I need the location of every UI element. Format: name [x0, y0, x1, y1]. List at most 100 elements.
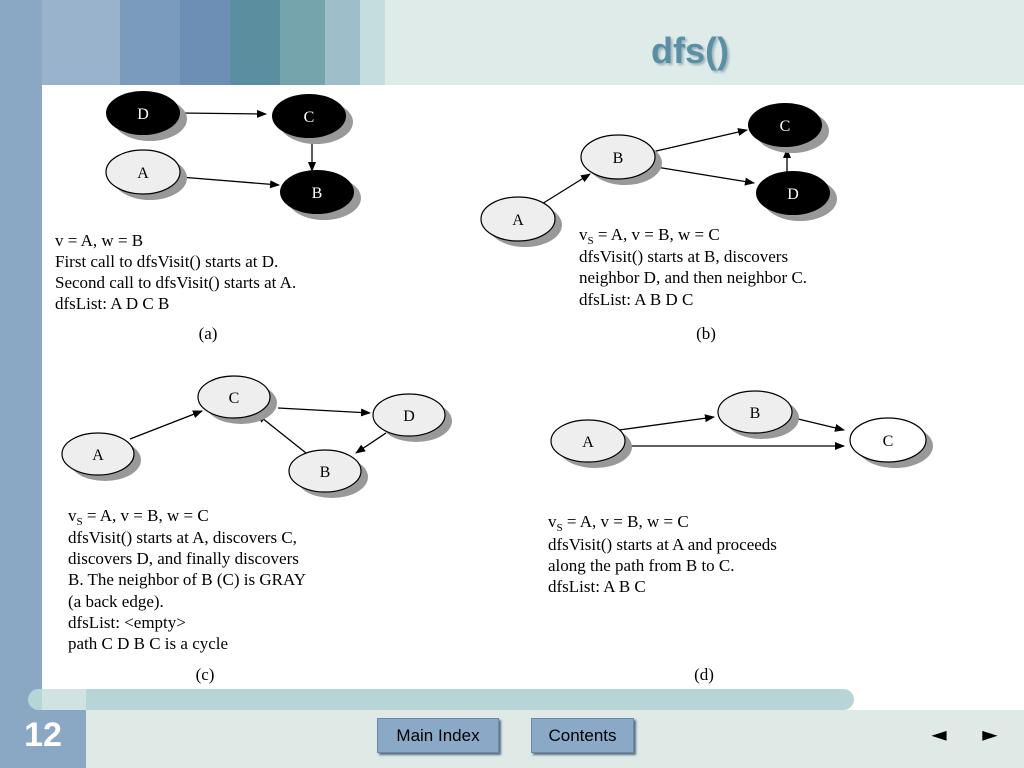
edge-b-d: [649, 165, 755, 186]
main-index-button[interactable]: Main Index: [377, 718, 499, 753]
edge-d-b: [355, 432, 387, 454]
edge-b-c: [651, 128, 748, 153]
panel-b-text: vS = A, v = B, w = C dfsVisit() starts a…: [579, 225, 807, 343]
footer-bar: [0, 710, 1024, 768]
panel-b-line-2: dfsVisit() starts at B, discovers: [579, 247, 788, 266]
node-b-label: B: [320, 464, 331, 481]
next-slide-button[interactable]: ►: [982, 722, 998, 746]
header-stripe-7: [360, 0, 385, 85]
header-stripe-3: [180, 0, 230, 85]
node-a: A: [480, 196, 562, 247]
contents-button[interactable]: Contents: [531, 718, 634, 753]
node-c: C: [849, 417, 933, 468]
slide-number: 12: [24, 716, 62, 754]
node-c-label: C: [780, 118, 791, 135]
panel-b: C B D A vS = A, v = B, w = C dfsVisit() …: [480, 103, 837, 343]
panel-d-text: vS = A, v = B, w = C dfsVisit() starts a…: [548, 512, 777, 684]
edge-c-d: [277, 407, 371, 417]
node-b-label: B: [750, 405, 761, 422]
node-b-label: B: [312, 185, 323, 202]
panel-b-line-3: neighbor D, and then neighbor C.: [579, 268, 807, 287]
vs-subscript: S: [557, 522, 563, 534]
node-b-label: B: [613, 150, 624, 167]
node-c-label: C: [883, 433, 894, 450]
header-stripe-2: [120, 0, 180, 85]
panel-a-line-2: First call to dfsVisit() starts at D.: [55, 252, 278, 271]
slide-number-box: [0, 710, 86, 768]
panel-a-line-4: dfsList: A D C B: [55, 294, 169, 313]
panel-d-line-3: along the path from B to C.: [548, 556, 735, 575]
edge-d-c: [179, 109, 267, 118]
node-a-label: A: [92, 447, 104, 464]
panel-c-line-1: vS = A, v = B, w = C: [68, 506, 209, 528]
panel-c-line-2: dfsVisit() starts at A, discovers C,: [68, 528, 297, 547]
panel-c-line-3: discovers D, and finally discovers: [68, 549, 299, 568]
header-stripe-6: [325, 0, 360, 85]
vs-prefix: v: [68, 506, 77, 525]
node-b: B: [288, 449, 368, 498]
panel-c-caption: (c): [196, 665, 215, 684]
node-c-label: C: [229, 390, 240, 407]
vs-rest: = A, v = B, w = C: [563, 512, 689, 531]
node-c: C: [197, 375, 277, 424]
panel-a-caption: (a): [199, 324, 218, 343]
panel-a-line-3: Second call to dfsVisit() starts at A.: [55, 273, 296, 292]
left-sidebar-bar: [0, 0, 42, 768]
node-d: D: [372, 393, 452, 442]
panel-b-line-1: vS = A, v = B, w = C: [579, 225, 720, 247]
header-stripe-4: [230, 0, 280, 85]
edge-b-c: [256, 413, 307, 454]
vs-subscript: S: [77, 516, 83, 528]
edge-a-c: [129, 410, 203, 440]
previous-slide-button[interactable]: ◄: [931, 722, 947, 746]
node-d-label: D: [787, 186, 799, 203]
panel-c-line-7: path C D B C is a cycle: [68, 634, 228, 653]
panel-b-edges: [536, 128, 791, 208]
node-a-label: A: [512, 212, 524, 229]
header-stripe-5: [280, 0, 325, 85]
node-a-label: A: [137, 165, 149, 182]
node-b: B: [580, 134, 662, 185]
node-d-label: D: [137, 106, 149, 123]
node-c: C: [272, 94, 353, 144]
panel-c-line-5: (a back edge).: [68, 592, 164, 611]
panel-c-line-6: dfsList: <empty>: [68, 613, 186, 632]
panel-a-edges: [179, 109, 316, 189]
dfs-figure: D C A B v = A, w = B First call to dfsVi…: [42, 85, 1024, 690]
node-a-label: A: [582, 434, 594, 451]
node-c: C: [748, 103, 829, 153]
node-d: D: [756, 171, 837, 221]
edge-a-b: [536, 173, 591, 208]
panel-a-line-1: v = A, w = B: [55, 231, 143, 250]
vs-rest: = A, v = B, w = C: [83, 506, 209, 525]
panel-a-text: v = A, w = B First call to dfsVisit() st…: [55, 231, 296, 343]
panel-c: C D A B vS = A, v = B, w = C dfsVisit() …: [61, 375, 452, 684]
panel-c-edges: [129, 407, 387, 454]
footer-pill-cap: [42, 689, 86, 710]
panel-b-caption: (b): [696, 324, 716, 343]
vs-rest: = A, v = B, w = C: [594, 225, 720, 244]
node-a: A: [61, 432, 141, 481]
edge-b-c: [793, 417, 845, 432]
edge-a-b: [179, 176, 280, 189]
panel-d: B A C vS = A, v = B, w = C dfsVisit() st…: [548, 390, 933, 684]
panel-d-caption: (d): [694, 665, 714, 684]
panel-d-line-4: dfsList: A B C: [548, 577, 646, 596]
node-d: D: [106, 91, 187, 141]
panel-d-line-1: vS = A, v = B, w = C: [548, 512, 689, 534]
title-bar: [385, 0, 1024, 85]
footer-pill-bar: [28, 689, 854, 710]
vs-prefix: v: [579, 225, 588, 244]
panel-c-text: vS = A, v = B, w = C dfsVisit() starts a…: [68, 506, 306, 684]
panel-d-line-2: dfsVisit() starts at A and proceeds: [548, 535, 777, 554]
slide-title: dfs(): [651, 30, 729, 71]
node-c-label: C: [304, 109, 315, 126]
panel-b-line-4: dfsList: A B D C: [579, 290, 693, 309]
panel-c-line-4: B. The neighbor of B (C) is GRAY: [68, 570, 306, 589]
node-a: A: [550, 419, 632, 468]
node-d-label: D: [403, 408, 415, 425]
vs-subscript: S: [588, 235, 594, 247]
node-b: B: [280, 170, 361, 220]
panel-a: D C A B v = A, w = B First call to dfsVi…: [55, 91, 361, 343]
node-b: B: [717, 390, 799, 439]
